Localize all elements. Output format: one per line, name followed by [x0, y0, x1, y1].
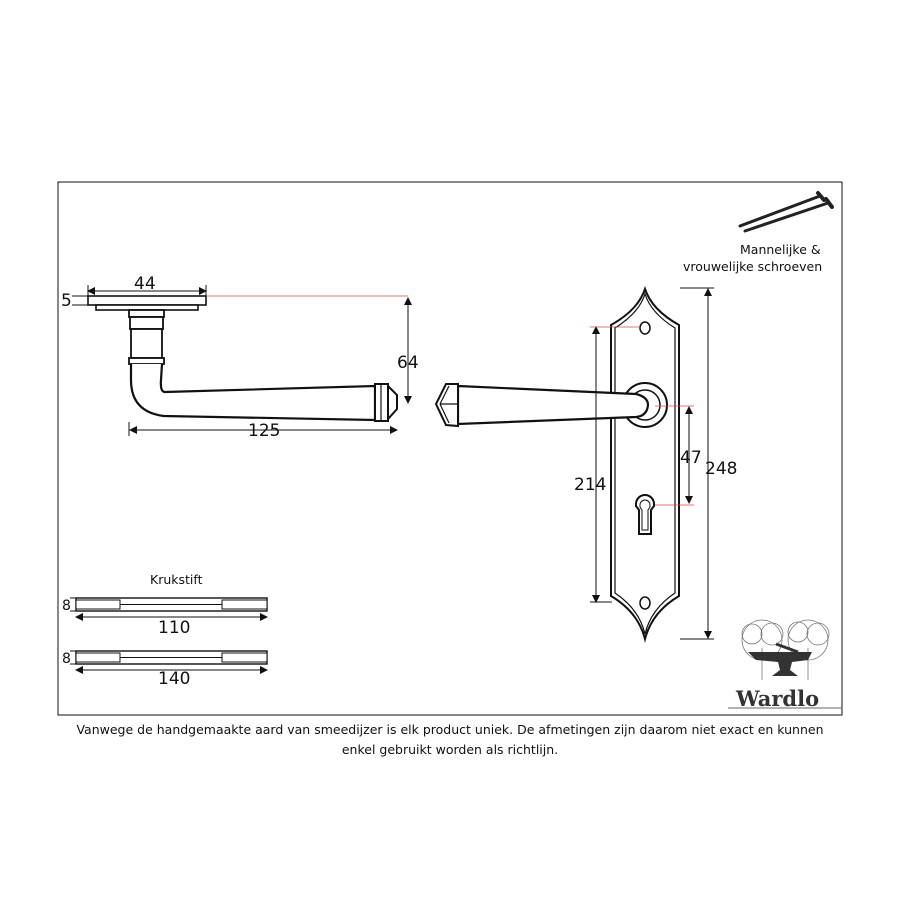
spindle-140 — [75, 650, 268, 665]
anvil-icon — [748, 652, 812, 676]
bottom-screw-hole — [639, 596, 651, 610]
centre-distance-label: 47 — [680, 448, 702, 468]
lever-side-view — [87, 295, 398, 422]
wardlo-logo: Wardlo — [728, 619, 842, 711]
plate-height-label: 248 — [705, 459, 737, 479]
screws-label-line1: Mannelijke & — [740, 242, 821, 257]
backplate-front-view — [610, 285, 680, 643]
screws-label-line2: vrouwelijke schroeven — [683, 259, 822, 274]
lever-to-screw-label: 214 — [574, 475, 606, 495]
spindle-title: Krukstift — [150, 572, 203, 587]
spindle-110-thickness: 8 — [62, 598, 71, 614]
screws-illustration — [738, 191, 834, 233]
brand-name: Wardlo — [735, 686, 819, 711]
lever-front-view — [434, 383, 650, 428]
rose-thickness-label: 5 — [61, 291, 72, 311]
spindle-140-thickness: 8 — [62, 651, 71, 667]
lever-dimensions — [72, 285, 412, 436]
spindle-140-length: 140 — [158, 669, 190, 689]
rose-width-label: 44 — [134, 274, 156, 294]
spindle-110-dims — [70, 597, 268, 621]
projection-label: 64 — [397, 353, 419, 373]
top-screw-hole — [639, 321, 651, 335]
lever-length-label: 125 — [248, 421, 280, 441]
disclaimer-text: Vanwege de handgemaakte aard van smeedij… — [76, 722, 824, 757]
spindle-110-length: 110 — [158, 618, 190, 638]
spindle-110 — [75, 597, 268, 612]
backplate-dimensions — [590, 287, 714, 640]
spindle-140-dims — [70, 650, 268, 674]
drawing-frame — [57, 181, 843, 716]
